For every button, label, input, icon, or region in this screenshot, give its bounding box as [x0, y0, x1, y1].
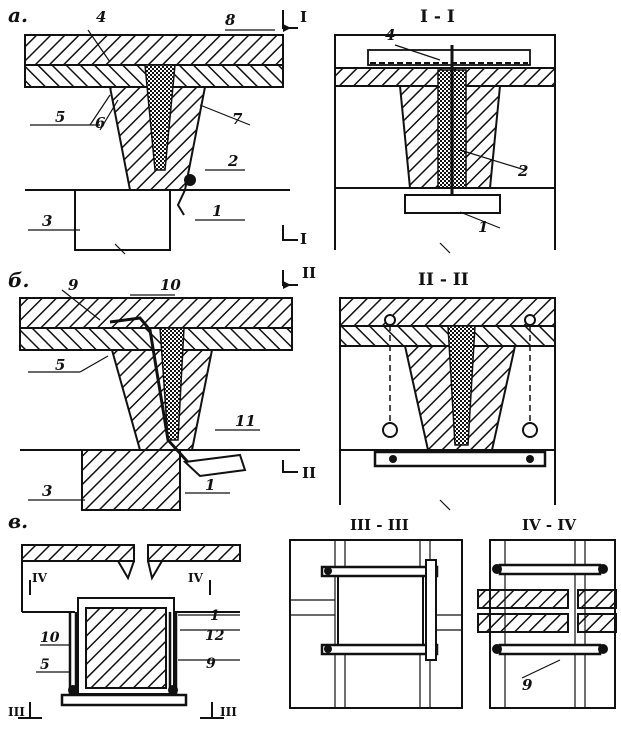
label-a-3: 3	[42, 212, 52, 230]
label-a-6: 6	[95, 114, 106, 132]
panel-c-section-4: IV - IV 9	[477, 516, 617, 709]
panel-b-section: II - II	[339, 270, 556, 511]
panel-a-letter: а.	[8, 3, 28, 27]
label-a-2: 2	[227, 152, 238, 170]
label-b-3: 3	[42, 482, 52, 500]
section-mark-c-bottom-left: III	[8, 705, 25, 719]
grout-a	[144, 64, 176, 171]
label-b-9: 9	[68, 276, 79, 294]
label-c-9: 9	[206, 656, 216, 672]
label-a-sec-4: 4	[385, 26, 395, 44]
panel-a-elevation: а. 4 8 5 6 7 2 1 3 I I	[8, 3, 307, 255]
section-mark-c-right: IV	[188, 571, 204, 585]
label-c-12: 12	[205, 628, 225, 644]
label-c-10: 10	[40, 630, 60, 646]
section-mark-a-bottom: I	[300, 230, 307, 248]
panel-b-elevation: б. 9 10 5 11 1 3 II II	[8, 264, 316, 511]
label-a-1: 1	[212, 202, 222, 220]
label-c-5: 5	[40, 657, 50, 673]
section-title-b: II - II	[418, 270, 469, 290]
section-title-c-3: III - III	[350, 516, 409, 534]
weld-2	[184, 174, 196, 186]
label-a-sec-2: 2	[517, 162, 528, 180]
section-mark-a-top: I	[300, 8, 307, 26]
label-a-4: 4	[96, 8, 106, 26]
section-mark-c-left: IV	[32, 571, 48, 585]
panel-c-elevation: в. 1 12 9 10 5 IV IV III III	[8, 509, 241, 719]
panel-c-section-3: III - III	[289, 516, 463, 709]
label-b-10: 10	[160, 276, 181, 294]
label-b-5: 5	[55, 356, 65, 374]
label-b-11: 11	[235, 412, 256, 430]
panel-b-letter: б.	[8, 268, 29, 292]
label-a-7: 7	[232, 110, 243, 128]
section-mark-b-bottom: II	[302, 464, 316, 482]
section-mark-b-top: II	[302, 264, 316, 282]
label-c-1: 1	[210, 608, 220, 624]
section-title-a: I - I	[420, 7, 455, 27]
label-a-8: 8	[225, 11, 236, 29]
label-a-5: 5	[55, 108, 65, 126]
slab-a	[24, 34, 284, 66]
panel-c-letter: в.	[8, 509, 28, 533]
panel-a-section: I - I 4 2 1	[334, 7, 556, 254]
section-mark-c-bottom-right: III	[220, 705, 237, 719]
label-b-1: 1	[205, 476, 215, 494]
section-title-c-4: IV - IV	[522, 516, 576, 534]
label-a-sec-1: 1	[478, 218, 488, 236]
label-c-sec-9: 9	[522, 676, 533, 694]
